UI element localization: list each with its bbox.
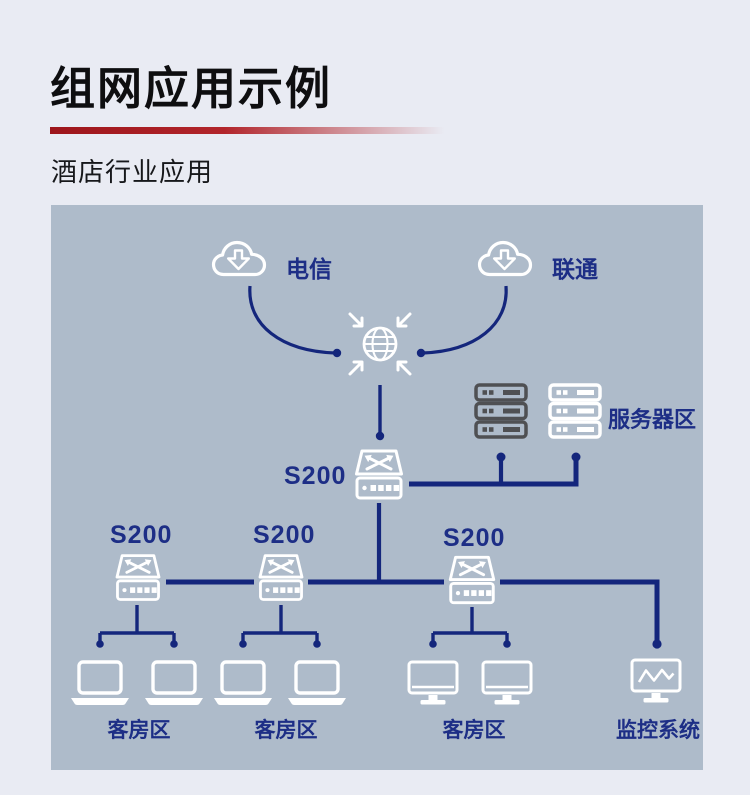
laptop-icon <box>214 660 272 705</box>
desktop-monitor-icon <box>481 660 533 705</box>
desktop-monitor-icon <box>407 660 459 705</box>
internet-globe-converge-icon <box>348 312 412 376</box>
connector-dots <box>96 348 662 649</box>
monitoring-system-label: 监控系统 <box>616 719 700 742</box>
diagram-panel <box>51 205 703 770</box>
server-rack-dark-icon <box>474 383 528 439</box>
guest-area-3-label: 客房区 <box>442 719 506 742</box>
guest-area-2-label: 客房区 <box>254 719 318 742</box>
server-area-label: 服务器区 <box>608 407 697 432</box>
connector-lines <box>96 285 662 649</box>
laptop-icon <box>145 660 203 705</box>
telecom-cloud-download-icon <box>211 240 267 277</box>
title-accent-underline <box>50 127 465 134</box>
guest-area-1-label: 客房区 <box>107 719 171 742</box>
isp-left-label: 电信 <box>286 256 332 282</box>
unicom-cloud-download-icon <box>477 240 533 277</box>
isp-right-label: 联通 <box>552 256 598 282</box>
access-switch-3-label: S200 <box>443 524 506 552</box>
access-switch-3-icon <box>448 555 496 605</box>
page-subtitle: 酒店行业应用 <box>51 157 214 187</box>
laptop-icon <box>288 660 346 705</box>
page-title: 组网应用示例 <box>50 63 333 114</box>
access-switch-2-icon <box>258 554 304 601</box>
monitoring-waveform-monitor-icon <box>630 658 682 703</box>
core-switch-icon <box>355 449 403 500</box>
access-switch-1-label: S200 <box>110 521 173 549</box>
laptop-icon <box>71 660 129 705</box>
access-switch-2-label: S200 <box>253 521 316 549</box>
access-switch-1-icon <box>115 554 161 601</box>
server-rack-white-icon <box>548 383 602 439</box>
core-switch-label: S200 <box>284 462 347 490</box>
